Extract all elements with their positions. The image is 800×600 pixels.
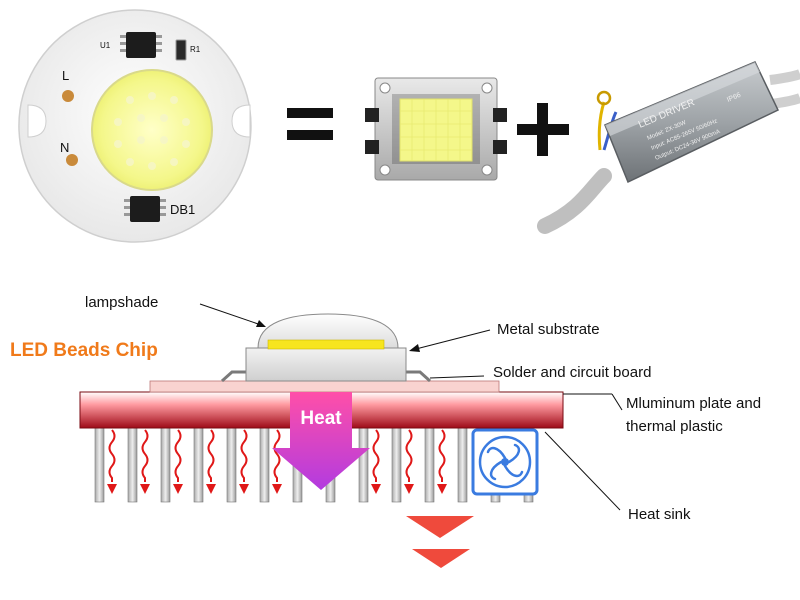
label-u1: U1 (100, 41, 111, 50)
lampshade-dome (257, 313, 399, 349)
heat-arrow-icon: Heat (272, 392, 370, 490)
heat-wave-arrowhead (140, 484, 150, 494)
led-emitter-disc (91, 69, 213, 191)
heat-wave-arrowheads (107, 484, 447, 494)
callout-solder-label: Solder and circuit board (493, 364, 651, 381)
heat-wave-arrowhead (272, 484, 282, 494)
resistor-r1 (175, 39, 187, 61)
heat-wave-arrowhead (437, 484, 447, 494)
heat-wave-arrowhead (371, 484, 381, 494)
pad-n (66, 154, 78, 166)
heat-wave (141, 429, 149, 482)
heat-wave-arrowhead (173, 484, 183, 494)
heat-wave (108, 429, 116, 482)
heat-wave (372, 429, 380, 482)
square-cob-chip (365, 77, 507, 181)
label-r1: R1 (190, 45, 201, 54)
callout-aluminum: Mluminum plate and thermal plastic (563, 393, 761, 435)
callout-lampshade: lampshade (85, 294, 266, 327)
heat-wave (405, 429, 413, 482)
chevron-down-icon (412, 549, 470, 568)
heat-wave-arrows (108, 429, 446, 482)
chevron-down-icon (406, 516, 474, 538)
ic-u1 (120, 32, 162, 58)
callout-heat-sink: Heat sink (544, 431, 691, 523)
callout-metal-substrate: Metal substrate (409, 321, 600, 352)
label-db1: DB1 (170, 202, 195, 217)
callout-aluminum-line1: Mluminum plate and (626, 395, 761, 412)
heat-label: Heat (300, 408, 342, 429)
pad-l (62, 90, 74, 102)
equals-sign: = (287, 108, 333, 140)
led-driver: LED DRIVER Model: ZX-30W Input: AC85-265… (537, 61, 800, 234)
solder-lead-left (220, 370, 248, 383)
heat-wave (273, 429, 281, 482)
callout-aluminum-line2: thermal plastic (626, 418, 723, 435)
heat-wave-arrowhead (206, 484, 216, 494)
heat-wave (240, 429, 248, 482)
heat-wave-arrowhead (239, 484, 249, 494)
ic-db1 (124, 196, 166, 222)
callout-lampshade-label: lampshade (85, 294, 158, 311)
solder-lead-right (404, 370, 432, 383)
heat-wave (207, 429, 215, 482)
diagram-title: LED Beads Chip (10, 340, 158, 361)
plus-sign: + (517, 103, 569, 156)
metal-substrate-base (245, 347, 407, 382)
circuit-board (149, 380, 500, 393)
led-chip (267, 339, 385, 350)
heat-wave (174, 429, 182, 482)
heat-wave-arrowhead (107, 484, 117, 494)
label-n: N (60, 140, 69, 155)
round-cob-board: L N U1 R1 DB1 (18, 9, 252, 243)
callout-solder: Solder and circuit board (429, 364, 651, 381)
fan-icon (471, 428, 539, 496)
callout-metal-substrate-label: Metal substrate (497, 321, 600, 338)
heat-wave-arrowhead (404, 484, 414, 494)
heat-wave (438, 429, 446, 482)
label-l: L (62, 68, 69, 83)
callout-heat-sink-label: Heat sink (628, 506, 691, 523)
